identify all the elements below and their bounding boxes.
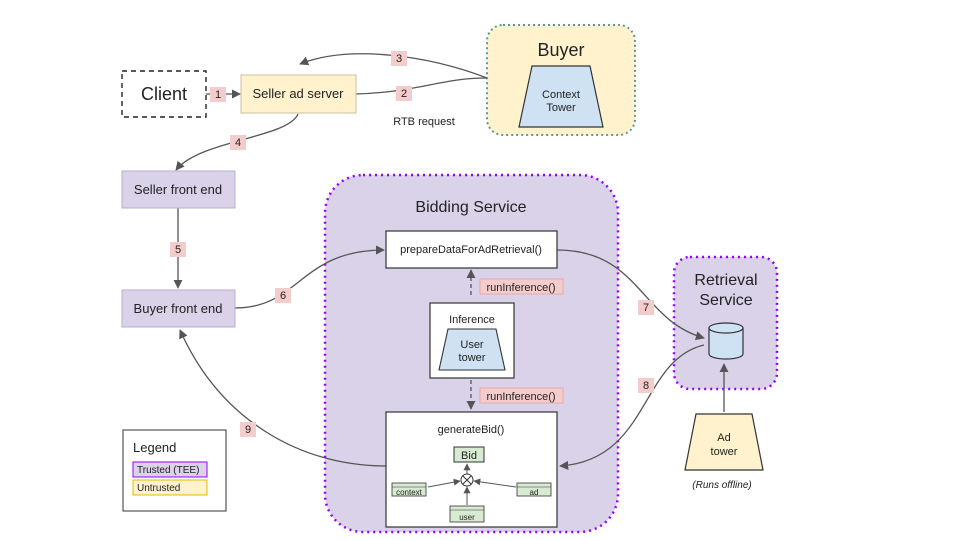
inference-title: Inference: [449, 314, 495, 326]
step-badges: 1 2 3 4 5 6 7 8 9: [170, 51, 654, 437]
user-embedding-label: user: [459, 513, 475, 522]
ad-embedding-label: ad: [530, 488, 539, 497]
step-number: 3: [396, 53, 402, 65]
step-badge-3: 3: [391, 51, 407, 66]
buyer-front-end-label: Buyer front end: [134, 301, 223, 316]
run-inference-badge-2: runInference(): [479, 387, 564, 404]
retrieval-service-title: Service: [699, 292, 752, 309]
step-number: 6: [280, 290, 286, 302]
context-embedding: context: [391, 482, 427, 497]
buyer-front-end-node: Buyer front end: [121, 289, 236, 328]
legend-trusted-label: Trusted (TEE): [137, 465, 199, 476]
retrieval-service-container: Retrieval Service: [672, 255, 779, 391]
step-number: 1: [215, 89, 221, 101]
step-number: 2: [401, 88, 407, 100]
step-number: 7: [643, 302, 649, 314]
client-node: Client: [121, 70, 207, 118]
connector-6: [234, 245, 385, 309]
connector-8: [559, 344, 705, 470]
ad-tower-node: Ad tower (Runs offline): [684, 413, 764, 491]
step-badge-4: 4: [230, 135, 246, 150]
generate-bid-node: generateBid() Bid context ad user: [385, 411, 558, 528]
rtb-request-label: RTB request: [393, 116, 455, 128]
buyer-title: Buyer: [537, 40, 584, 60]
step-badge-9: 9: [240, 422, 256, 437]
user-tower-shape: [438, 328, 506, 371]
run-inference-label: runInference(): [486, 391, 555, 403]
user-tower-label: User: [460, 339, 484, 351]
inference-node: Inference User tower: [429, 302, 515, 379]
ad-embedding: ad: [516, 482, 552, 497]
retrieval-service-title: Retrieval: [694, 272, 757, 289]
step-number: 8: [643, 380, 649, 392]
context-tower-shape: [518, 65, 604, 128]
step-badge-7: 7: [638, 300, 654, 315]
run-inference-label: runInference(): [486, 282, 555, 294]
runs-offline-note: (Runs offline): [692, 480, 751, 491]
user-tower-label: tower: [459, 352, 486, 364]
legend-untrusted-label: Untrusted: [137, 483, 180, 494]
context-tower-label: Tower: [546, 102, 576, 114]
legend-title: Legend: [133, 440, 176, 455]
context-tower-label: Context: [542, 89, 580, 101]
ad-tower-label: Ad: [717, 432, 730, 444]
user-embedding: user: [449, 505, 485, 523]
seller-ad-server-label: Seller ad server: [252, 86, 344, 101]
context-embedding-label: context: [396, 488, 423, 497]
step-badge-6: 6: [275, 288, 291, 303]
step-number: 9: [245, 424, 251, 436]
seller-ad-server-node: Seller ad server: [240, 74, 357, 114]
ad-tower-label: tower: [711, 446, 738, 458]
generate-bid-label: generateBid(): [438, 424, 505, 436]
step-badge-2: 2: [396, 86, 412, 101]
combine-operator-icon: [460, 473, 474, 487]
step-number: 4: [235, 137, 241, 149]
legend: Legend Trusted (TEE) Untrusted: [122, 429, 227, 512]
seller-front-end-label: Seller front end: [134, 182, 222, 197]
buyer-container: Buyer Context Tower: [486, 24, 636, 136]
prepare-data-label: prepareDataForAdRetrieval(): [400, 244, 542, 256]
step-badge-8: 8: [638, 378, 654, 393]
connector-7: [556, 249, 705, 341]
connector-3: [299, 53, 488, 79]
bidding-service-title: Bidding Service: [415, 199, 526, 216]
prepare-data-node: prepareDataForAdRetrieval(): [385, 230, 558, 269]
bid-label: Bid: [461, 450, 477, 462]
connector-2: [355, 77, 488, 95]
seller-front-end-node: Seller front end: [121, 170, 236, 209]
step-badge-1: 1: [210, 87, 226, 102]
connector-9: [179, 329, 387, 467]
run-inference-badge-1: runInference(): [479, 278, 564, 295]
legend-trusted-swatch: [132, 461, 208, 478]
step-badge-5: 5: [170, 242, 186, 257]
bid-box: [453, 446, 485, 463]
client-label: Client: [141, 84, 187, 104]
retrieval-database-icon: [708, 322, 744, 360]
ad-tower-shape: [684, 413, 764, 471]
legend-untrusted-swatch: [132, 479, 208, 496]
step-number: 5: [175, 244, 181, 256]
